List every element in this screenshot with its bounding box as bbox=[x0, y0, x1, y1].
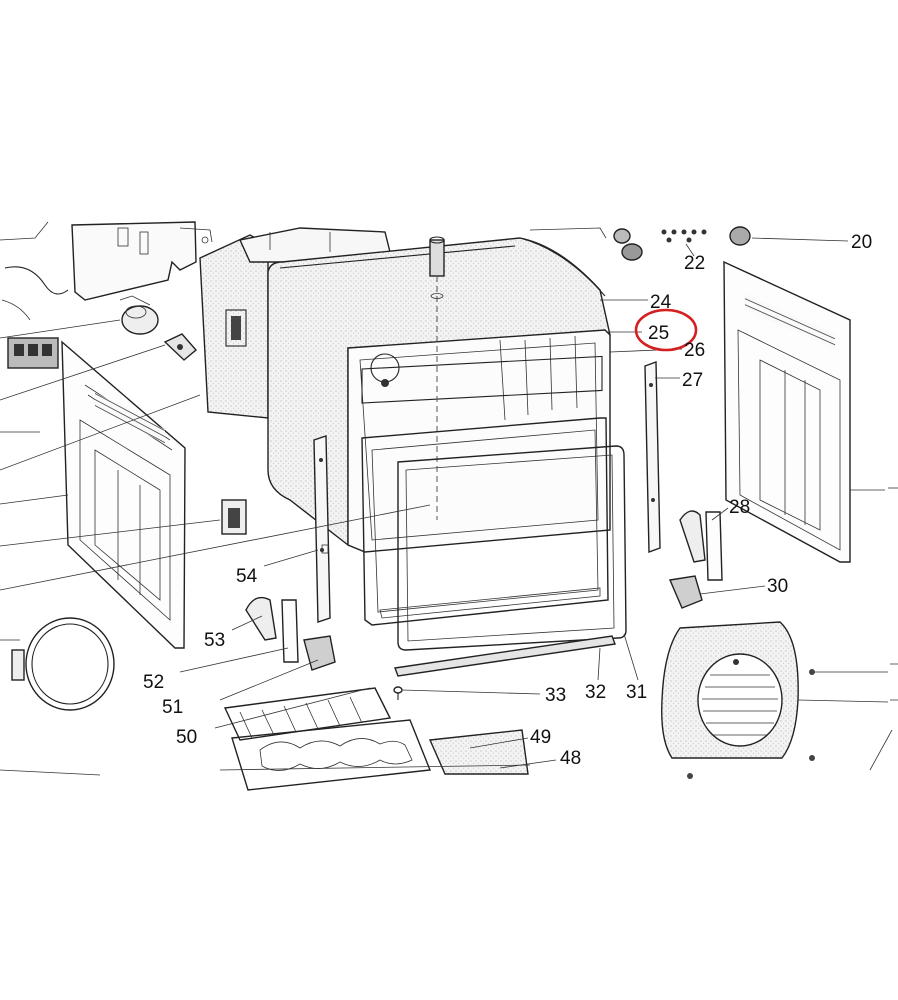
right-door-hinge bbox=[679, 510, 723, 581]
left-shelf-runner bbox=[313, 435, 331, 623]
left-hinge-bracket bbox=[303, 635, 336, 671]
part-label-27: 27 bbox=[682, 370, 703, 391]
left-clip bbox=[221, 499, 247, 535]
screws-set bbox=[661, 229, 707, 243]
part-label-54: 54 bbox=[236, 566, 258, 587]
oven-lamp bbox=[119, 295, 159, 335]
grill-heating-element bbox=[231, 719, 431, 791]
baking-tray bbox=[428, 729, 529, 775]
top-right-knob-parts bbox=[529, 226, 751, 261]
right-side-panel bbox=[723, 260, 851, 563]
bottom-trim bbox=[394, 635, 616, 677]
rear-panel-top bbox=[71, 221, 213, 301]
fan-cover bbox=[661, 621, 799, 759]
door-gasket bbox=[397, 445, 627, 651]
part-label-33: 33 bbox=[545, 685, 566, 706]
part-25-highlight-circle bbox=[634, 308, 698, 352]
right-hinge-bracket bbox=[669, 575, 703, 609]
part-label-24: 24 bbox=[650, 292, 672, 313]
trim-screw bbox=[393, 686, 403, 700]
part-label-22: 22 bbox=[684, 253, 705, 274]
part-label-30: 30 bbox=[767, 576, 788, 597]
part-label-49: 49 bbox=[530, 727, 551, 748]
terminal-block bbox=[7, 337, 59, 369]
part-label-20: 20 bbox=[851, 232, 872, 253]
part-label-48: 48 bbox=[560, 748, 581, 769]
left-leader-lines bbox=[0, 319, 431, 776]
part-label-53: 53 bbox=[204, 630, 225, 651]
top-left-cable bbox=[0, 221, 69, 321]
lamp-holder bbox=[163, 333, 197, 361]
top-vent-tube bbox=[429, 236, 445, 520]
part-label-31: 31 bbox=[626, 682, 647, 703]
part-label-51: 51 bbox=[162, 697, 183, 718]
left-side-panel bbox=[61, 340, 186, 649]
right-shelf-runner bbox=[644, 361, 661, 553]
part-label-32: 32 bbox=[585, 682, 606, 703]
left-door-hinge bbox=[245, 596, 299, 663]
cavity-front-frame bbox=[347, 329, 611, 553]
right-edge-cropped-numbers bbox=[888, 487, 898, 701]
circular-heating-element bbox=[11, 617, 115, 711]
inner-door-frame bbox=[361, 417, 609, 626]
back-insulation-panel bbox=[199, 234, 269, 419]
top-rear-frame bbox=[238, 227, 391, 263]
oven-cavity-body bbox=[267, 237, 611, 547]
fan-screws bbox=[687, 669, 815, 779]
part-label-26: 26 bbox=[684, 340, 705, 361]
part-label-52: 52 bbox=[143, 672, 164, 693]
part-label-28: 28 bbox=[729, 497, 750, 518]
bottom-panel-edge bbox=[219, 764, 531, 771]
part-label-25: 25 bbox=[648, 323, 669, 344]
oven-rack bbox=[223, 687, 392, 741]
part-label-50: 50 bbox=[176, 727, 197, 748]
leader-lines bbox=[179, 237, 893, 771]
